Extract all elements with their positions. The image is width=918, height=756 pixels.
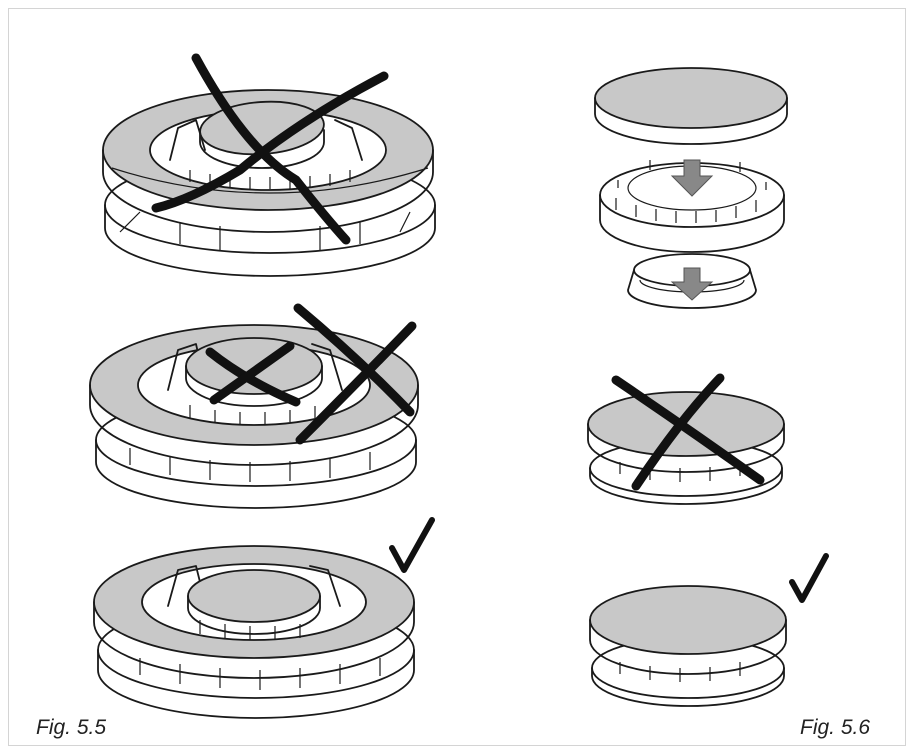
check-mark-icon (789, 553, 829, 603)
burner-correct-1 (93, 545, 415, 719)
down-arrow-icon (670, 159, 714, 197)
down-arrow-icon (670, 267, 714, 301)
burner-incorrect-1 (102, 89, 436, 277)
burner-exploded-assembly (594, 67, 788, 309)
burner-correct-2 (589, 585, 787, 707)
cross-mark-icon (205, 341, 301, 407)
figure-frame (8, 8, 906, 746)
cross-mark-icon (151, 53, 389, 245)
cross-mark-icon (611, 373, 765, 491)
figure-label-right: Fig. 5.6 (800, 716, 871, 739)
burner-incorrect-2 (89, 324, 419, 509)
cross-mark-icon (293, 303, 417, 445)
check-mark-icon (389, 517, 435, 573)
figure-label-left: Fig. 5.5 (36, 716, 107, 739)
burner-incorrect-3 (587, 391, 785, 505)
